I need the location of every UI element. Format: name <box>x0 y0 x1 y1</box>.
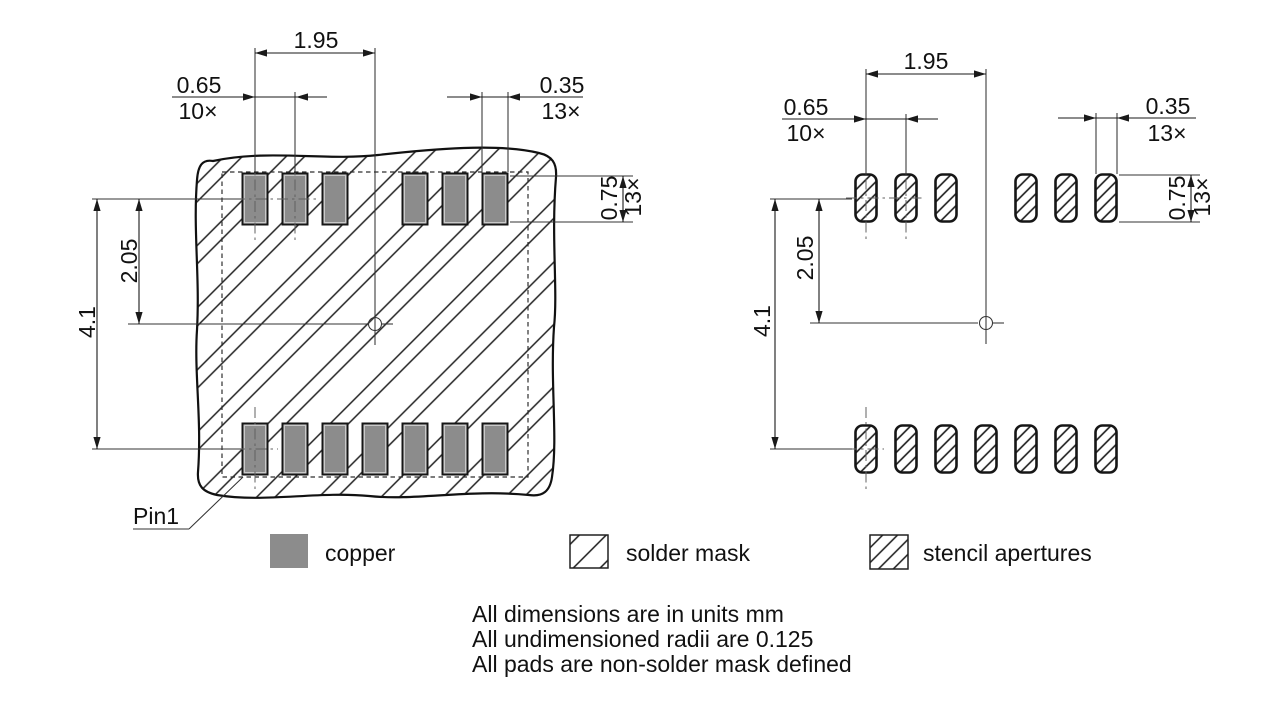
dim-pad-width-count-label: 13× <box>1147 120 1186 146</box>
dim-span-label: 1.95 <box>294 27 339 53</box>
dim-pad-width-label: 0.35 <box>540 72 585 98</box>
copper-pad <box>481 172 509 226</box>
center-mark <box>367 316 393 332</box>
board-outline <box>194 146 558 499</box>
pin1-callout: Pin1 <box>133 476 244 530</box>
stencil-aperture <box>934 424 958 474</box>
copper-swatch <box>270 534 308 568</box>
copper-pad <box>441 172 469 226</box>
stencil-aperture <box>1094 173 1118 223</box>
note-radii: All undimensioned radii are 0.125 <box>472 626 813 652</box>
copper-solder-mask-view: 1.95 0.65 10× 0.35 13× 0.75 13× 2.05 4.1… <box>74 27 646 530</box>
stencil-aperture <box>974 424 998 474</box>
dim-pitch-label: 0.65 <box>177 72 222 98</box>
stencil-aperture <box>1054 424 1078 474</box>
copper-pad <box>281 422 309 476</box>
dim-center-offset-label: 2.05 <box>116 239 142 284</box>
note-units: All dimensions are in units mm <box>472 601 784 627</box>
stencil-aperture <box>1054 173 1078 223</box>
dimension-lines <box>93 49 627 449</box>
stencil-aperture <box>1014 424 1038 474</box>
dim-pad-height-count-label: 13× <box>1189 177 1215 216</box>
legend-copper-label: copper <box>325 540 396 566</box>
dim-row-span-label: 4.1 <box>74 306 100 338</box>
dim-pad-height-label: 0.75 <box>596 176 622 221</box>
legend-solder-mask-label: solder mask <box>626 540 750 566</box>
center-mark <box>978 315 1004 331</box>
dimension-lines <box>771 70 1196 449</box>
dim-row-span-label: 4.1 <box>749 305 775 337</box>
copper-pads-bottom <box>241 422 509 476</box>
extension-lines <box>770 69 1200 450</box>
dim-pad-width-label: 0.35 <box>1146 93 1191 119</box>
stencil-swatch <box>869 534 909 570</box>
pad-centerlines <box>234 158 318 491</box>
copper-pad <box>321 172 349 226</box>
legend-stencil-label: stencil apertures <box>923 540 1092 566</box>
note-mask-defined: All pads are non-solder mask defined <box>472 651 852 677</box>
copper-pad <box>321 422 349 476</box>
dim-center-offset-label: 2.05 <box>792 236 818 281</box>
legend: copper solder mask stencil apertures <box>270 534 1092 570</box>
dim-pad-height-label: 0.75 <box>1164 176 1190 221</box>
pin1-label: Pin1 <box>133 503 179 529</box>
copper-pad <box>401 172 429 226</box>
dim-pad-width-count-label: 13× <box>541 98 580 124</box>
copper-pad <box>441 422 469 476</box>
dim-pad-height-count-label: 13× <box>620 177 646 216</box>
dim-pitch-count-label: 10× <box>786 120 825 146</box>
solder-mask-swatch <box>569 534 609 569</box>
dim-pitch-label: 0.65 <box>784 94 829 120</box>
extension-lines <box>92 48 633 450</box>
drawing-notes: All dimensions are in units mm All undim… <box>472 601 852 677</box>
stencil-aperture <box>894 424 918 474</box>
stencil-apertures-bottom <box>854 424 1118 474</box>
stencil-aperture <box>1094 424 1118 474</box>
stencil-aperture <box>1014 173 1038 223</box>
dim-pitch-count-label: 10× <box>178 98 217 124</box>
copper-pad <box>361 422 389 476</box>
copper-pad <box>401 422 429 476</box>
stencil-apertures-view: 1.95 0.65 10× 0.35 13× 0.75 13× 2.05 4.1 <box>749 48 1215 491</box>
dim-span-label: 1.95 <box>904 48 949 74</box>
stencil-aperture <box>934 173 958 223</box>
aperture-centerlines <box>846 157 924 491</box>
copper-pad <box>481 422 509 476</box>
